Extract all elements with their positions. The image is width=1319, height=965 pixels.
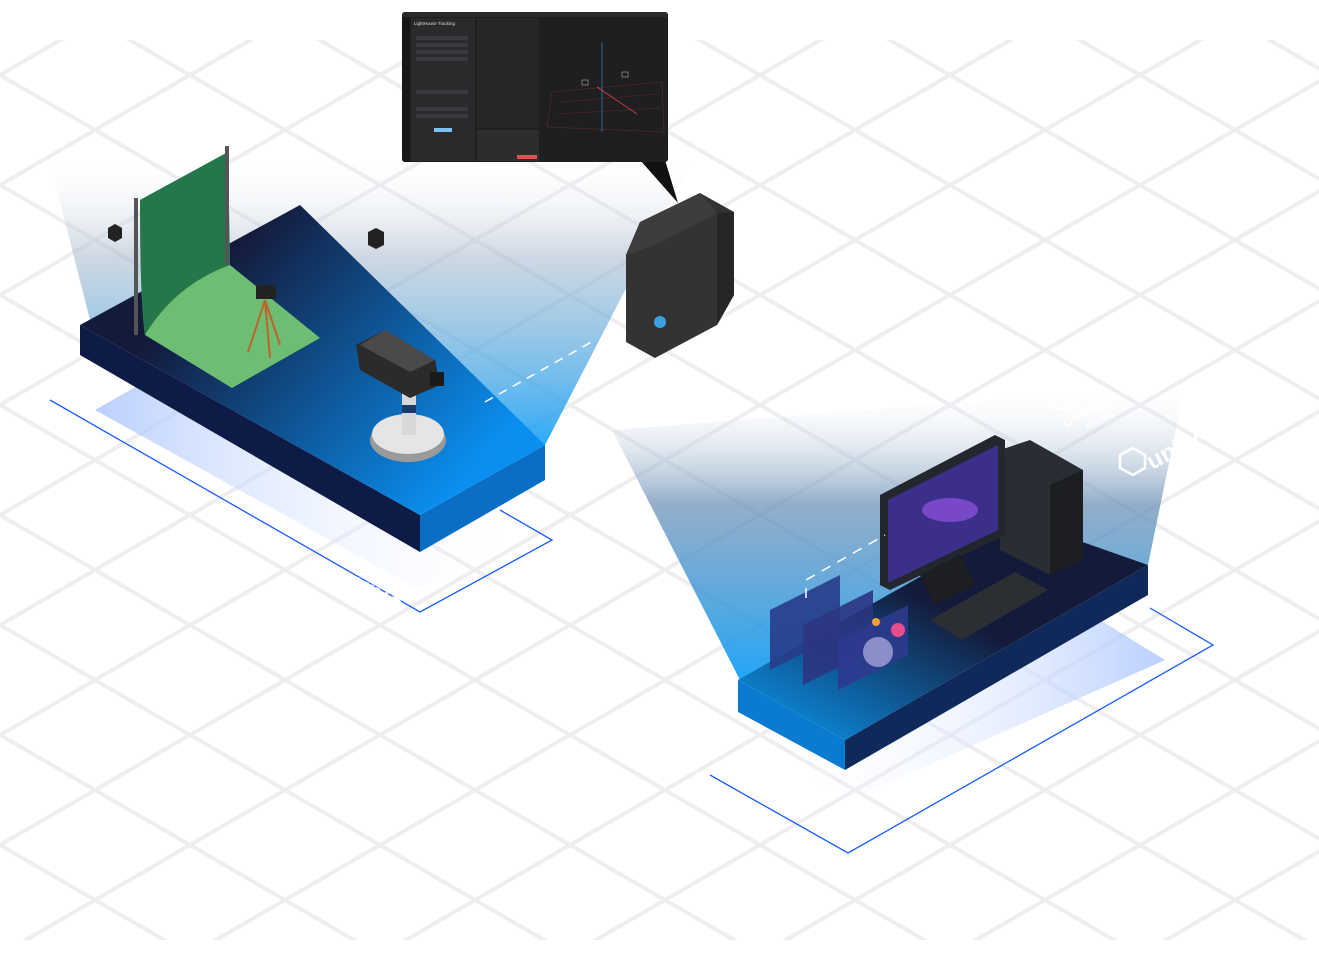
- device-row: [416, 114, 468, 118]
- content-cards: [770, 575, 908, 690]
- pc-tower-icon: [1000, 440, 1083, 575]
- properties-panel: [477, 18, 539, 128]
- base-station-icon: [368, 228, 384, 249]
- camera-icon: [356, 330, 446, 462]
- capture-stage: XING: [48, 146, 690, 620]
- device-row: [416, 57, 468, 61]
- complete-button: [434, 128, 452, 132]
- keyboard-icon: [930, 572, 1048, 640]
- base-station-icon: [108, 224, 122, 242]
- monitor-icon: [880, 435, 1005, 605]
- device-row: [416, 50, 468, 54]
- apply-button: [517, 155, 537, 159]
- device-row: [416, 90, 468, 94]
- unreal-logo: [1048, 379, 1088, 411]
- device-row: [416, 107, 468, 111]
- title-bar: [402, 12, 668, 17]
- unity-logo-icon: [1118, 446, 1147, 477]
- window-title: LightHouse Tracking: [414, 21, 456, 26]
- stage-outline: [709, 607, 1215, 854]
- side-toolbar: [402, 17, 410, 162]
- device-row: [416, 43, 468, 47]
- device-row: [416, 36, 468, 40]
- tracking-device-icon: [484, 160, 734, 403]
- tracking-panel: [411, 18, 475, 161]
- stage-shadow: [780, 620, 1165, 800]
- software-screenshot: LightHouse Tracking: [402, 12, 668, 162]
- tripod-icon: [247, 285, 281, 359]
- stage-outline: [49, 399, 554, 613]
- 3d-viewport: [546, 42, 665, 133]
